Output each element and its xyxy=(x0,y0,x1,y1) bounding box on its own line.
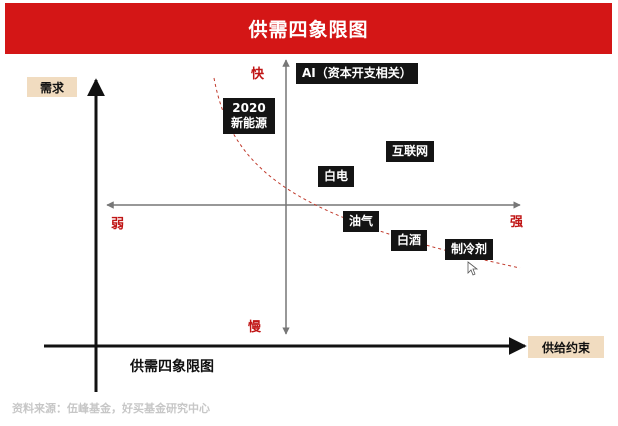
page-title: 供需四象限图 xyxy=(248,19,369,41)
label-strong: 强 xyxy=(510,215,524,230)
source-note: 资料来源：伍峰基金，好买基金研究中心 xyxy=(12,402,210,415)
tag-oil-gas: 油气 xyxy=(343,211,380,232)
demand-axis-label: 需求 xyxy=(27,77,77,97)
mouse-cursor-icon xyxy=(467,261,479,276)
tag-internet: 互联网 xyxy=(386,141,435,162)
label-slow: 慢 xyxy=(248,320,262,335)
supply-constraint-axis-label: 供给约束 xyxy=(528,336,604,358)
tag-white-appliances: 白电 xyxy=(318,166,355,187)
label-weak: 弱 xyxy=(111,217,125,232)
label-fast: 快 xyxy=(251,67,265,82)
title-banner: 供需四象限图 xyxy=(5,3,612,54)
tag-2020-new-energy: 2020新能源 xyxy=(223,98,275,134)
tag-refrigerant: 制冷剂 xyxy=(445,239,494,260)
diagram-caption: 供需四象限图 xyxy=(130,359,214,375)
tag-baijiu: 白酒 xyxy=(391,230,428,251)
tag-ai-capex: AI（资本开支相关） xyxy=(296,63,418,84)
